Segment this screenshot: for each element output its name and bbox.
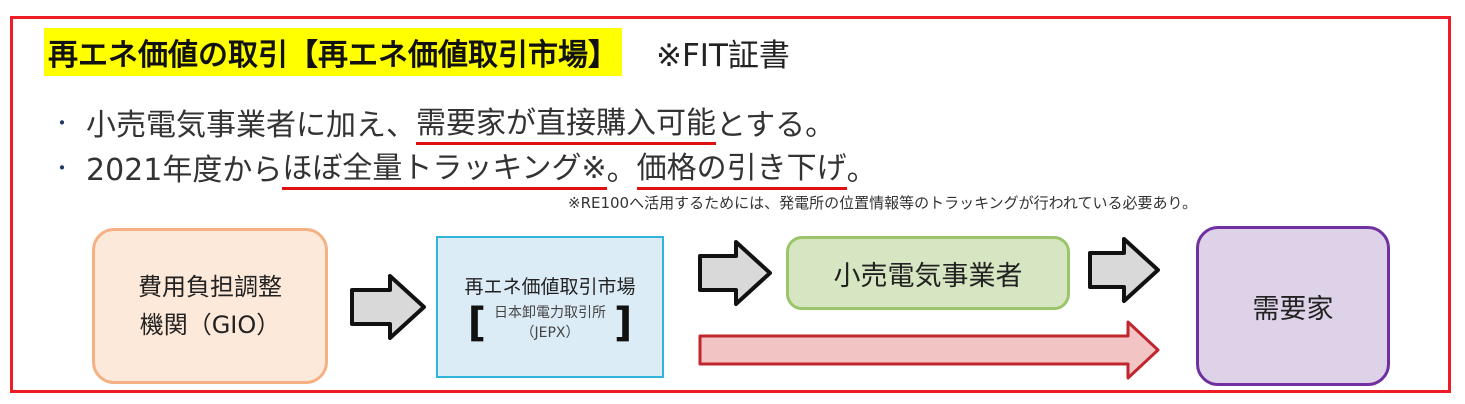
consumer-label: 需要家 <box>1252 293 1334 325</box>
market-box: 再エネ価値取引市場 [ 日本卸電力取引所 （JEPX） ] <box>436 236 664 378</box>
arrow-gio-to-market-icon <box>350 274 426 340</box>
underlined-phrase: 需要家が直接購入可能 <box>416 98 716 145</box>
market-operator-text: 日本卸電力取引所 （JEPX） <box>486 303 614 343</box>
title-row: 再エネ価値の取引【再エネ価値取引市場】 ※FIT証書 <box>44 28 790 76</box>
bullet-marker: ・ <box>52 156 72 180</box>
bullet-text: 。 <box>606 152 637 188</box>
arrow-retail-to-consumer-icon <box>1088 237 1160 303</box>
footnote: ※RE100へ活用するためには、発電所の位置情報等のトラッキングが行われている必… <box>568 194 1198 212</box>
bullet-text: 2021年度から <box>86 152 283 188</box>
gio-label-line1: 費用負担調整 <box>138 273 282 301</box>
market-operator-abbr: （JEPX） <box>520 324 580 341</box>
gio-box: 費用負担調整 機関（GIO） <box>92 228 328 384</box>
market-name: 再エネ価値取引市場 <box>464 275 636 298</box>
bullet-text: 。 <box>846 152 877 188</box>
arrow-market-to-retail-icon <box>698 240 772 306</box>
underlined-phrase: 価格の引き下げ <box>636 143 847 190</box>
right-bracket-icon: ] <box>614 299 633 346</box>
consumer-box: 需要家 <box>1196 226 1390 386</box>
outer-frame <box>10 16 1451 393</box>
bullet-text: 小売電気事業者に加え、 <box>86 107 416 143</box>
title-highlight: 再エネ価値の取引【再エネ価値取引市場】 <box>44 28 622 76</box>
market-operator: [ 日本卸電力取引所 （JEPX） ] <box>468 303 633 343</box>
underlined-phrase: ほぼ全量トラッキング※ <box>282 143 607 190</box>
bullet-item-2: ・ 2021年度からほぼ全量トラッキング※。価格の引き下げ。 <box>52 143 877 190</box>
retail-label: 小売電気事業者 <box>833 260 1023 292</box>
title-note: ※FIT証書 <box>656 37 790 74</box>
bullet-text: とする。 <box>716 107 836 143</box>
arrow-market-to-consumer-direct-icon <box>698 320 1160 380</box>
left-bracket-icon: [ <box>467 299 486 346</box>
bullet-marker: ・ <box>52 111 72 135</box>
bullet-item-1: ・ 小売電気事業者に加え、需要家が直接購入可能とする。 <box>52 98 835 145</box>
gio-label-line2: 機関（GIO） <box>139 311 281 339</box>
market-operator-name: 日本卸電力取引所 <box>494 304 606 321</box>
retail-box: 小売電気事業者 <box>786 236 1070 310</box>
